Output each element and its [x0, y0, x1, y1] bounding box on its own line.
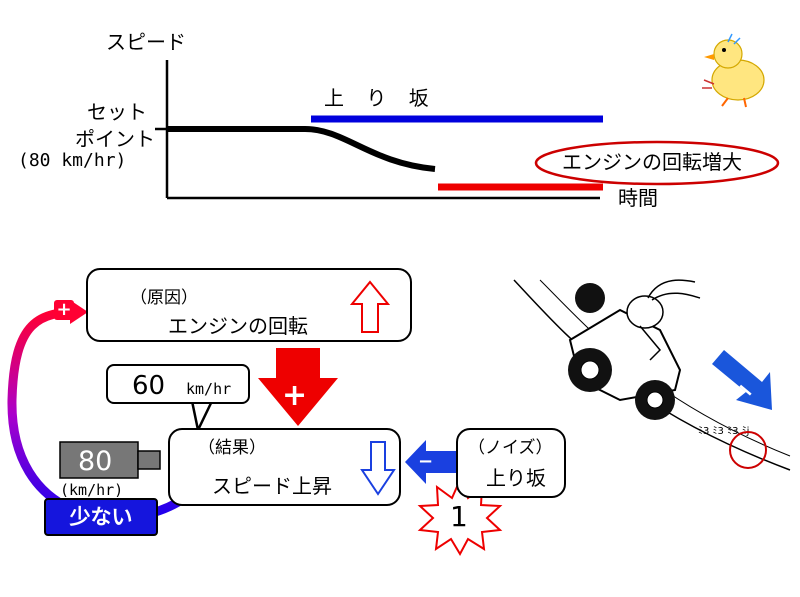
engine-label: エンジンの回転増大: [562, 150, 742, 174]
setpoint-label: セット ポイント: [75, 100, 155, 151]
result-down-arrow-icon: [360, 441, 396, 496]
setpoint-value: (80 km/hr): [18, 150, 127, 171]
cause-text: エンジンの回転: [168, 314, 308, 338]
speed-meter-unit: (km/hr): [60, 481, 124, 499]
exhaust-circle: [729, 431, 767, 469]
result-box: （結果） スピード上昇: [168, 428, 401, 506]
speed-callout-unit: km/hr: [186, 380, 232, 398]
speed-meter-value: 80: [78, 446, 113, 477]
engine-label-circle: [534, 140, 780, 186]
speed-meter-knob: [137, 450, 161, 470]
graph-canvas: [155, 60, 780, 200]
uphill-label: 上 り 坂: [324, 86, 437, 110]
cause-up-arrow-icon: [350, 280, 390, 333]
car-illustration: ﾐ3 ﾐ3 ﾐ3 ﾐj: [513, 279, 791, 471]
speed-callout: 60 km/hr: [106, 364, 250, 404]
slope-arrow: [712, 350, 772, 410]
cause-heading: （原因）: [130, 288, 198, 308]
cause-to-result-arrow: [258, 348, 338, 426]
y-axis-label: スピード: [106, 30, 186, 54]
feedback-badge: 少ない: [44, 498, 158, 536]
noise-to-result-arrow: [405, 440, 456, 484]
chick-illustration: [702, 33, 765, 108]
speed-curve: [167, 126, 436, 172]
speed-callout-tail: [190, 399, 214, 434]
svg-text:ﾐ3 ﾐ3 ﾐ3 ﾐj: ﾐ3 ﾐ3 ﾐ3 ﾐj: [698, 426, 749, 437]
cause-to-result-sign: +: [282, 378, 308, 413]
noise-heading: （ノイズ）: [468, 438, 553, 458]
cause-box: （原因） エンジンの回転: [86, 268, 412, 342]
starburst: [417, 477, 503, 557]
noise-text: 上り坂: [486, 466, 546, 490]
x-axis-label: 時間: [618, 186, 658, 210]
result-text: スピード上昇: [212, 474, 332, 498]
feedback-sign: +: [54, 300, 74, 320]
speed-callout-value: 60: [132, 371, 166, 401]
result-heading: （結果）: [198, 438, 266, 458]
noise-to-result-sign: −: [418, 451, 434, 472]
starburst-label: 1: [450, 500, 468, 533]
feedback-arrowhead: [70, 300, 88, 324]
noise-box: （ノイズ） 上り坂: [456, 428, 566, 498]
